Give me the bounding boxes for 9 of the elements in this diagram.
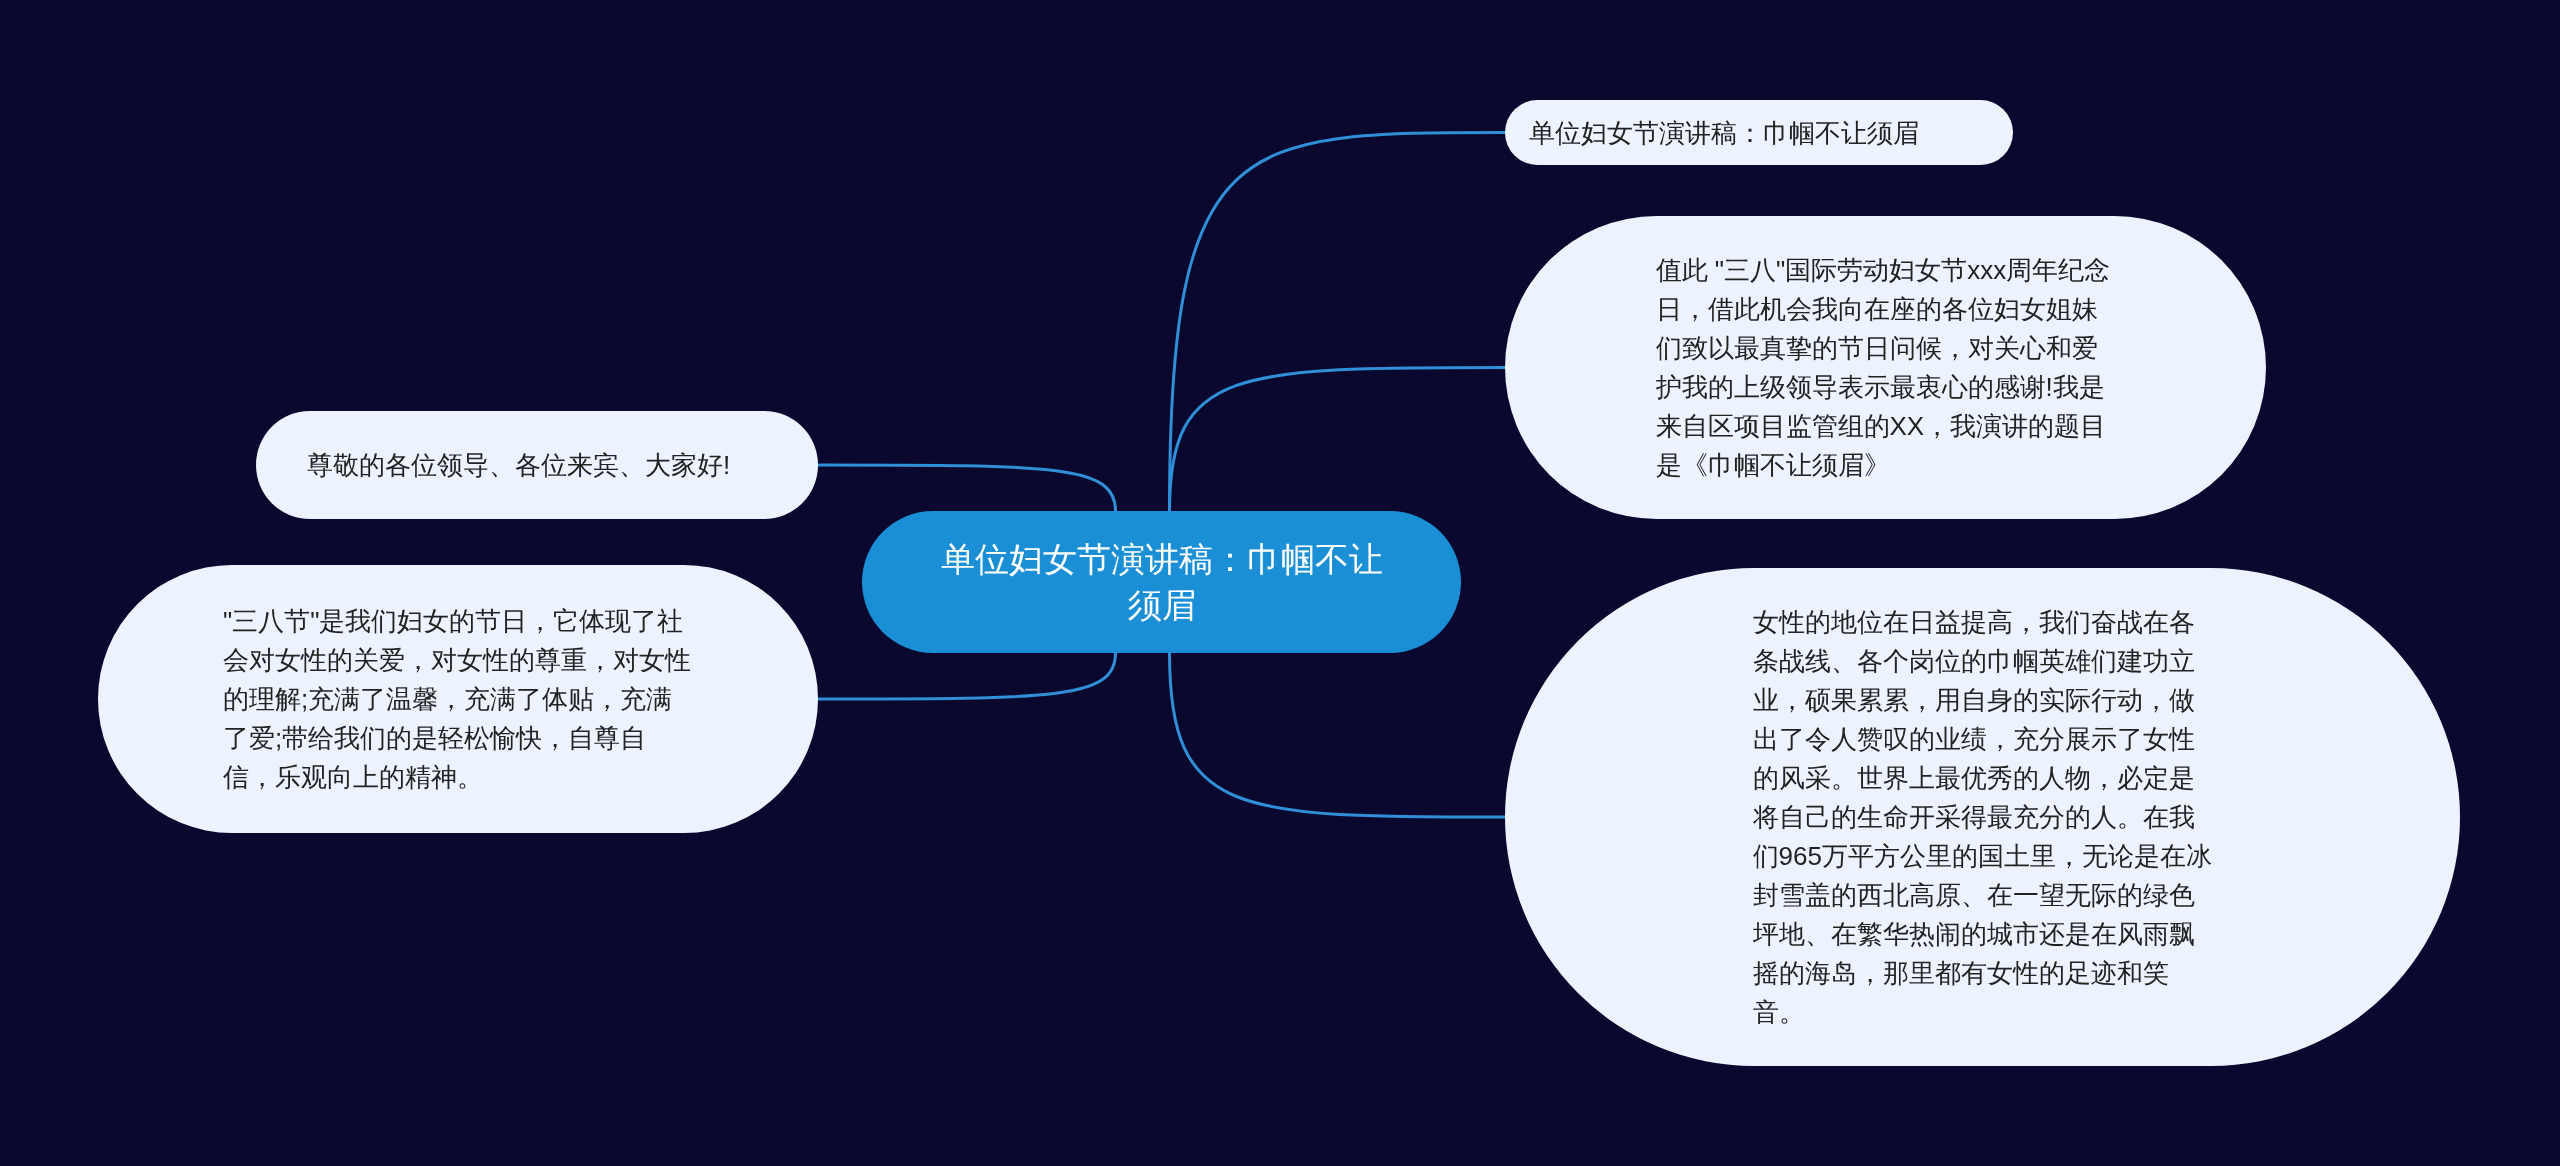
node-text: 女性的地位在日益提高，我们奋战在各条战线、各个岗位的巾帼英雄们建功立业，硕果累累，用自身的实际行动，做出了令人赞叹的业绩，充分展示了女性的风采。世界上最优秀的人物，必定是将自己的生命开采得最充分的人。在我们965万平方公里的国土里，无论是在冰封雪盖的西北高原、在一望无际的绿色坪地、在繁华热闹的城市还是在风雨飘摇的海岛，那里都有女性的足迹和笑音。 (1752, 605, 2213, 1029)
connector-line (818, 652, 1117, 701)
node-text: 单位妇女节演讲稿：巾帼不让须眉 (939, 539, 1384, 626)
node-text: "三八节"是我们妇女的节日，它体现了社会对女性的关爱，对女性的尊重，对女性的理解;充满了温馨，充满了体贴，充满了爱;带给我们的是轻松愉快，自尊自信，乐观向上的精神。 (223, 604, 692, 794)
node-text: 单位妇女节演讲稿：巾帼不让须眉 (1529, 116, 1920, 150)
node-text: 尊敬的各位领导、各位来宾、大家好! (307, 448, 732, 482)
node-text: 值此 "三八"国际劳动妇女节xxx周年纪念日，借此机会我向在座的各位妇女姐妹们致以最真挚的节日问候，对关心和爱护我的上级领导表示最衷心的感谢!我是来自区项目监管组的XX，我演讲的题目是《巾帼不让须眉》 (1655, 253, 2112, 482)
connector-line (818, 463, 1117, 512)
connector-line (1168, 652, 1505, 819)
